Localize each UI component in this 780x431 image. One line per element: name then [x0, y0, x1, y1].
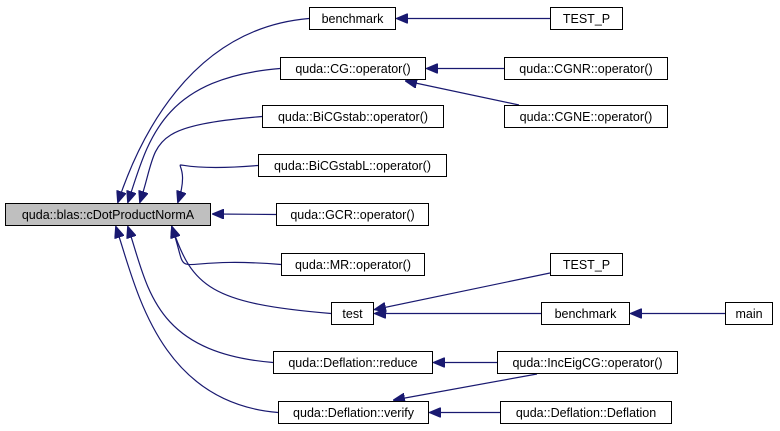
- node-benchmark-2[interactable]: benchmark: [541, 302, 630, 325]
- node-root: quda::blas::cDotProductNormA: [5, 203, 211, 226]
- node-main[interactable]: main: [725, 302, 773, 325]
- edge-gcr-to-root: [213, 214, 277, 215]
- edge-verify-to-root: [116, 227, 279, 414]
- node-bicgstabl-operator[interactable]: quda::BiCGstabL::operator(): [258, 154, 447, 177]
- edge-bicgstabl-to-root: [178, 164, 259, 202]
- edge-testp2-to-test: [375, 272, 551, 310]
- node-gcr-operator[interactable]: quda::GCR::operator(): [276, 203, 429, 226]
- edge-test-to-root: [172, 227, 332, 315]
- edge-cgne-to-cg: [406, 81, 520, 106]
- node-mr-operator[interactable]: quda::MR::operator(): [281, 253, 425, 276]
- edge-benchmark1-to-root: [118, 17, 310, 203]
- node-inceigcg-operator[interactable]: quda::IncEigCG::operator(): [497, 351, 678, 374]
- node-benchmark[interactable]: benchmark: [309, 7, 396, 30]
- edge-reduce-to-root: [128, 227, 274, 364]
- node-test-p-2[interactable]: TEST_P: [550, 253, 623, 276]
- edge-bicgstab-to-root: [140, 115, 263, 203]
- node-test[interactable]: test: [331, 302, 374, 325]
- edge-inceigcg-to-verify: [394, 373, 538, 400]
- node-cg-operator[interactable]: quda::CG::operator(): [280, 57, 426, 80]
- node-deflation-constructor[interactable]: quda::Deflation::Deflation: [500, 401, 672, 424]
- edge-mr-to-root: [172, 227, 282, 266]
- node-deflation-reduce[interactable]: quda::Deflation::reduce: [273, 351, 433, 374]
- node-deflation-verify[interactable]: quda::Deflation::verify: [278, 401, 429, 424]
- edge-cg-to-root: [128, 67, 281, 203]
- node-cgne-operator[interactable]: quda::CGNE::operator(): [504, 105, 668, 128]
- node-cgnr-operator[interactable]: quda::CGNR::operator(): [504, 57, 668, 80]
- node-test-p[interactable]: TEST_P: [550, 7, 623, 30]
- node-bicgstab-operator[interactable]: quda::BiCGstab::operator(): [262, 105, 444, 128]
